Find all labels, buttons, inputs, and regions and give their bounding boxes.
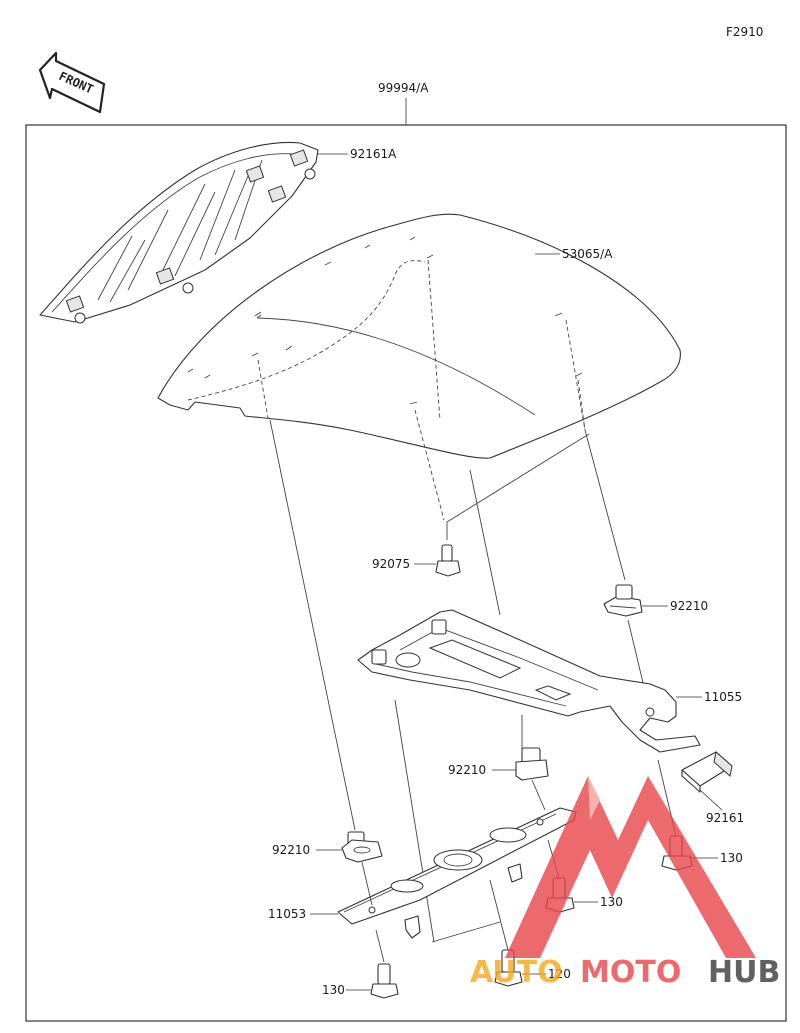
watermark-logo: AUTO MOTO HUB — [470, 776, 780, 990]
part-label-120: 120 — [548, 967, 571, 981]
assembly-label: 99994/A — [378, 81, 429, 95]
watermark-auto: AUTO — [470, 955, 563, 990]
part-label-11055: 11055 — [704, 690, 742, 704]
watermark-hub: HUB — [708, 955, 780, 990]
lower-bracket — [337, 807, 577, 939]
part-label-53065A: 53065/A — [562, 247, 613, 261]
triangle-logo-icon — [505, 776, 756, 958]
front-arrow-icon: FRONT — [38, 51, 106, 114]
pin-92075 — [435, 544, 461, 577]
figure-code: F2910 — [726, 25, 763, 39]
part-label-92161: 92161 — [706, 811, 744, 825]
clip-nut-upper-right — [603, 584, 643, 617]
part-label-92210-a: 92210 — [670, 599, 708, 613]
assembly-frame — [25, 124, 787, 1022]
part-label-130-c: 130 — [322, 983, 345, 997]
bolt-130-bottom — [370, 963, 399, 999]
seat-cowl — [157, 213, 681, 459]
cowl-bracket — [39, 141, 319, 324]
clip-nut-middle — [515, 747, 549, 781]
rubber-pad — [681, 751, 733, 793]
part-label-11053: 11053 — [268, 907, 306, 921]
clip-nut-lower-left — [341, 831, 383, 863]
part-label-92075: 92075 — [372, 557, 410, 571]
upper-bracket — [357, 609, 701, 753]
part-label-130-a: 130 — [720, 851, 743, 865]
part-label-130-b: 130 — [600, 895, 623, 909]
watermark-moto: MOTO — [580, 955, 681, 990]
part-label-92161A: 92161A — [350, 147, 397, 161]
part-label-92210-b: 92210 — [448, 763, 486, 777]
part-label-92210-c: 92210 — [272, 843, 310, 857]
